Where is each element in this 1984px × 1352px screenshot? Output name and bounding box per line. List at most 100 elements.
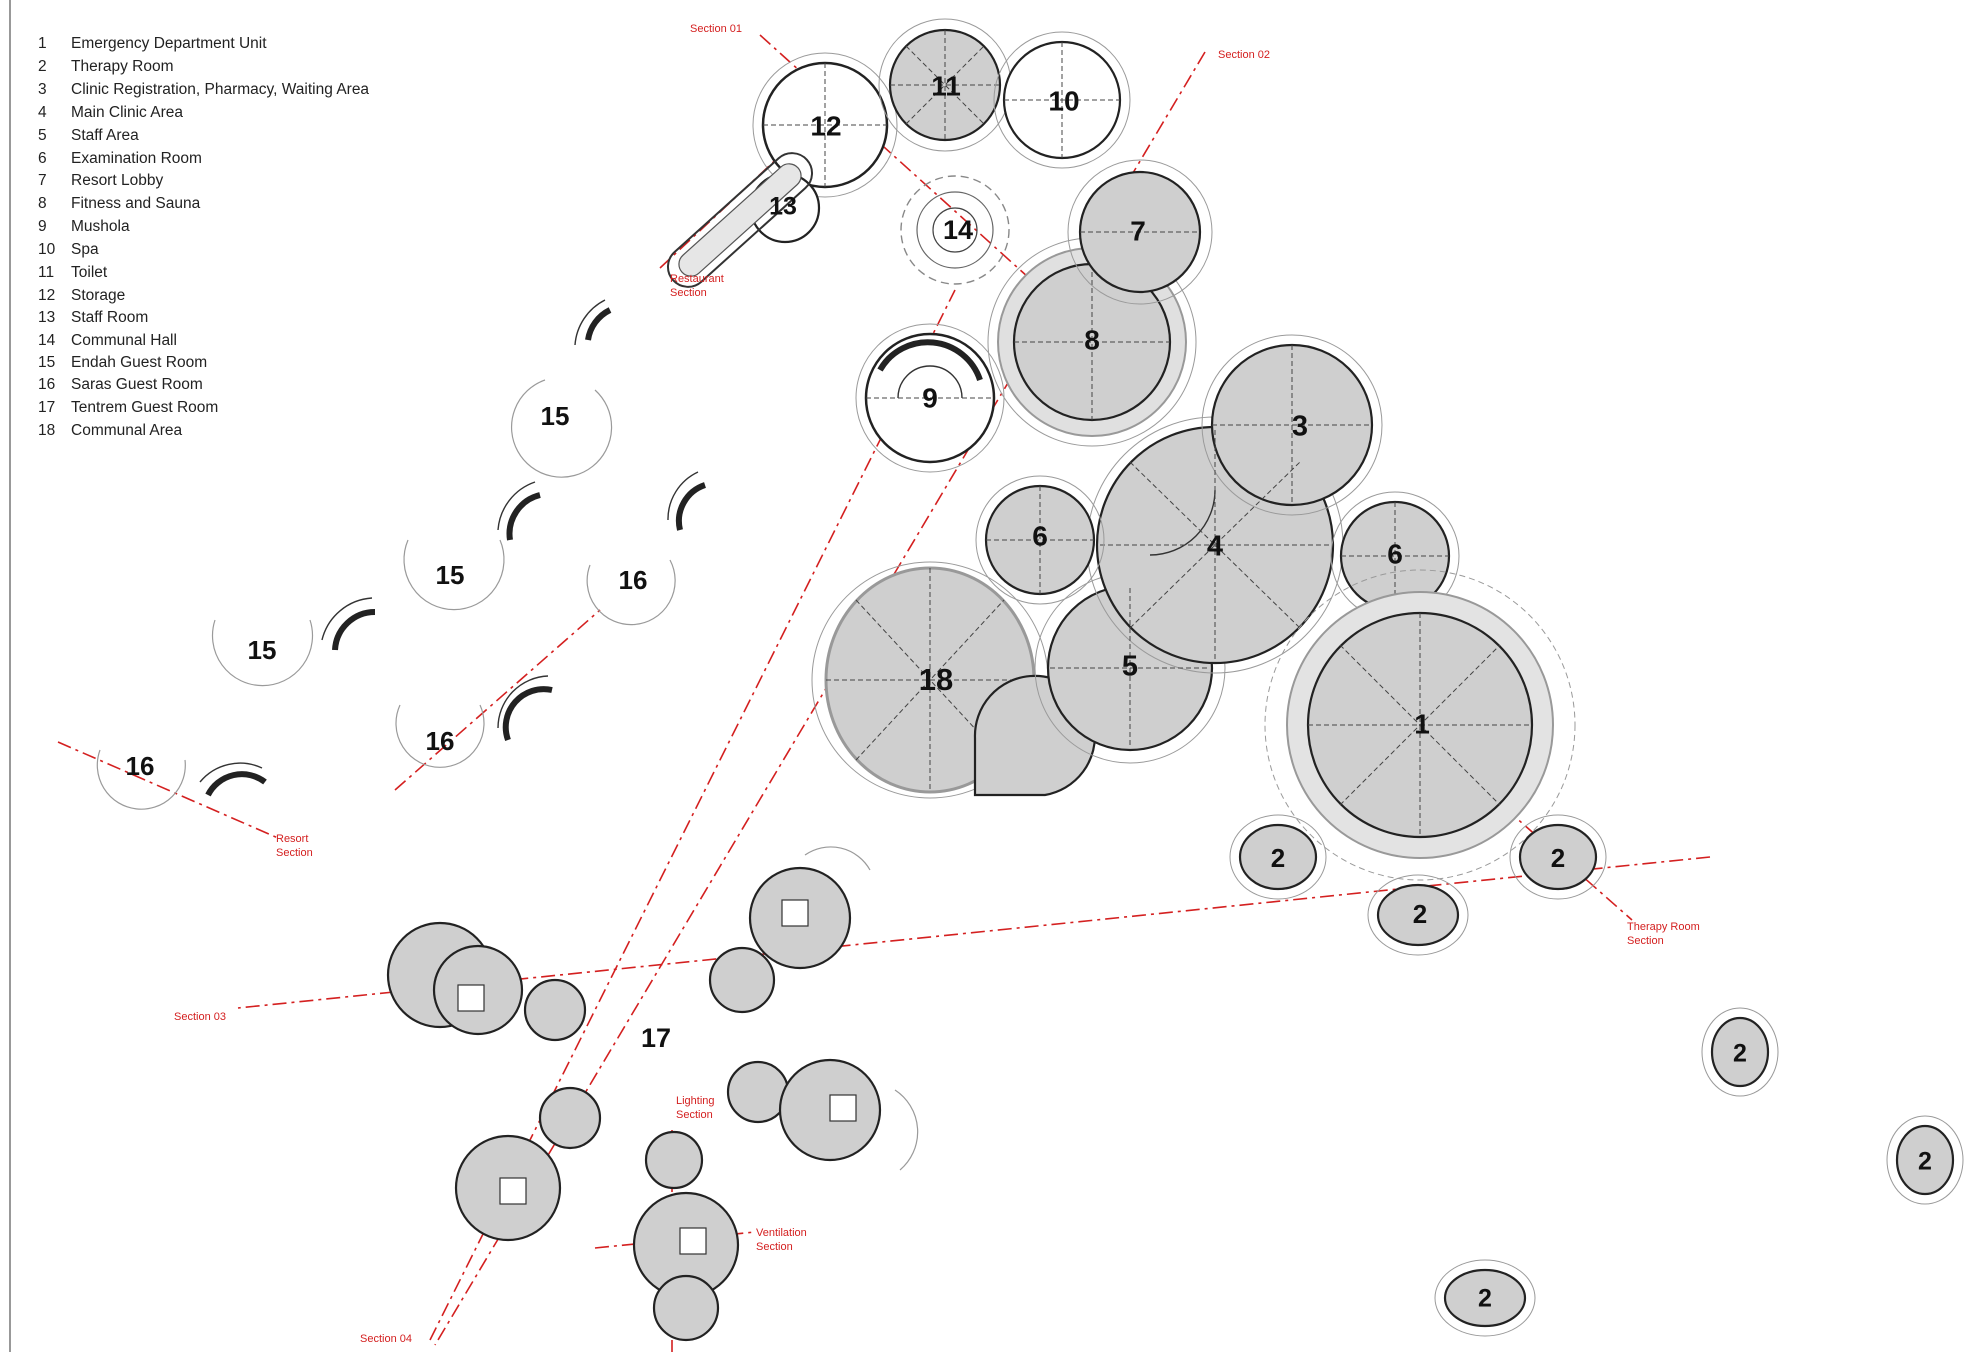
room-label: 15 (436, 560, 465, 590)
room-label: 15 (248, 635, 277, 665)
room-label: 16 (426, 726, 455, 756)
room-11-toilet: 11 (878, 18, 1012, 152)
room-label: 15 (541, 401, 570, 431)
section-02-label: Section 02 (1218, 49, 1270, 61)
room-label: 5 (1122, 651, 1138, 683)
legend-num: 12 (38, 287, 55, 304)
legend-label: Examination Room (71, 150, 202, 167)
room-12-storage: 12 (752, 52, 898, 198)
resort-section-label-line2: Section (276, 847, 313, 859)
legend-num: 16 (38, 376, 55, 393)
tentrem-guest-room-north (708, 846, 871, 1014)
legend-label: Endah Guest Room (71, 354, 207, 371)
room-label: 2 (1551, 843, 1565, 873)
therapy-room-2: 2 (1367, 874, 1469, 956)
resort-section-line (57, 741, 279, 839)
lighting-section-label-line1: Lighting (676, 1095, 715, 1107)
legend-label: Saras Guest Room (71, 376, 203, 393)
legend-label: Communal Hall (71, 332, 177, 349)
room-label: 11 (931, 70, 961, 101)
restaurant-section-label-line1: Restaurant (670, 273, 724, 285)
tentrem-guest-room-south (632, 1130, 740, 1342)
tentrem-guest-room-west (386, 921, 587, 1042)
legend-label: Fitness and Sauna (71, 195, 201, 212)
tentrem-guest-room-east (726, 1058, 919, 1171)
legend-num: 11 (38, 264, 54, 281)
room-6-exam-left: 6 (975, 475, 1105, 605)
legend-label: Spa (71, 241, 99, 258)
therapy-room-6: 2 (1434, 1259, 1536, 1337)
legend-num: 3 (38, 81, 47, 98)
legend-label: Tentrem Guest Room (71, 399, 218, 416)
section-04-label: Section 04 (360, 1333, 412, 1345)
room-14-communal-hall: 14 (900, 175, 1010, 285)
legend-num: 17 (38, 399, 55, 416)
legend-label: Toilet (71, 264, 108, 281)
room-label: 6 (1032, 520, 1048, 551)
room-label: 2 (1271, 843, 1285, 873)
room-label: 2 (1478, 1285, 1492, 1313)
room-10-spa: 10 (993, 31, 1131, 169)
legend-num: 5 (38, 127, 47, 144)
legend-num: 15 (38, 354, 55, 371)
ventilation-section-label-line2: Section (756, 1241, 793, 1253)
resort-section-label-line1: Resort (276, 833, 308, 845)
room-label: 4 (1207, 531, 1223, 563)
clinic-main-group: 5 4 3 (1034, 334, 1383, 764)
room-label: 2 (1413, 899, 1427, 929)
therapy-room-5: 2 (1886, 1115, 1964, 1205)
legend-num: 13 (38, 309, 55, 326)
room-label: 2 (1733, 1040, 1747, 1068)
section-03-label: Section 03 (174, 1011, 226, 1023)
legend-num: 2 (38, 58, 47, 75)
therapy-room-1: 2 (1229, 814, 1327, 900)
tentrem-guest-room-southwest (454, 1086, 602, 1242)
room-label: 1 (1414, 708, 1430, 739)
saras-guest-room-2: 16 (395, 675, 553, 768)
room-label: 10 (1048, 85, 1079, 116)
legend-label: Storage (71, 287, 125, 304)
section-01-line (759, 34, 1071, 316)
room-label: 17 (641, 1023, 671, 1053)
legend-num: 4 (38, 104, 47, 121)
section-labels: Section 01 Section 02 Section 03 Section… (174, 23, 1700, 1345)
therapy-section-label-line1: Therapy Room (1627, 921, 1700, 933)
section-01-label: Section 01 (690, 23, 742, 35)
room-label: 13 (769, 193, 797, 221)
room-13-staff-room: 13 (666, 152, 821, 288)
legend-num: 1 (38, 35, 47, 52)
legend-label: Main Clinic Area (71, 104, 183, 121)
room-label: 12 (810, 110, 841, 141)
room-label: 14 (943, 215, 973, 245)
room-label: 9 (922, 382, 938, 413)
endah-guest-room-2: 15 (403, 481, 541, 611)
room-1-emergency: 1 (1264, 569, 1576, 881)
room-label: 6 (1387, 538, 1403, 569)
room-label: 16 (126, 751, 155, 781)
legend-label: Emergency Department Unit (71, 35, 267, 52)
room-label: 8 (1084, 324, 1100, 355)
legend-num: 10 (38, 241, 56, 258)
guest-section-line (394, 609, 601, 791)
room-label: 3 (1292, 411, 1308, 443)
endah-guest-room-1: 15 (511, 299, 613, 478)
legend-num: 18 (38, 422, 55, 439)
legend-num: 8 (38, 195, 47, 212)
endah-guest-room-3: 15 (211, 597, 376, 687)
legend-label: Staff Room (71, 309, 148, 326)
lighting-section-label-line2: Section (676, 1109, 713, 1121)
therapy-room-4: 2 (1701, 1007, 1779, 1097)
room-label: 7 (1130, 215, 1146, 246)
saras-guest-room-3: 16 (96, 749, 267, 810)
legend-label: Therapy Room (71, 58, 174, 75)
legend-num: 14 (38, 332, 56, 349)
legend-label: Resort Lobby (71, 172, 163, 189)
legend-num: 7 (38, 172, 47, 189)
room-label: 16 (619, 565, 648, 595)
legend-label: Clinic Registration, Pharmacy, Waiting A… (71, 81, 369, 98)
room-7-lobby: 7 (1067, 159, 1213, 305)
legend-label: Mushola (71, 218, 130, 235)
saras-guest-room-1: 16 (586, 471, 707, 626)
restaurant-section-label-line2: Section (670, 287, 707, 299)
